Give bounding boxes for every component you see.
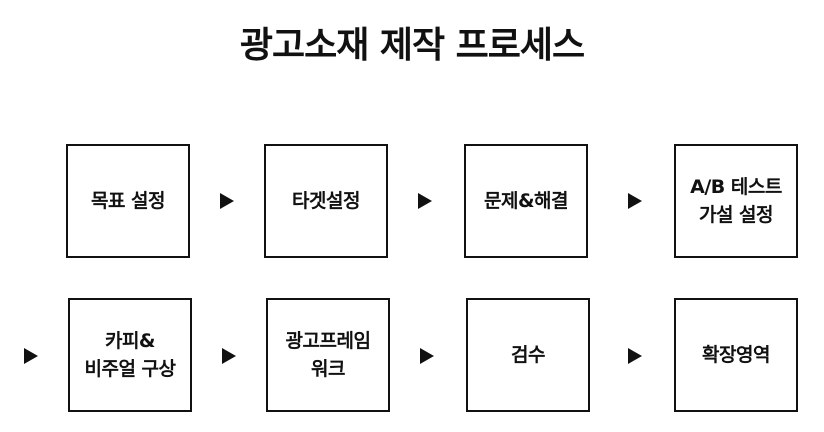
step-box-ab-test-hypothesis: A/B 테스트 가설 설정: [674, 144, 798, 258]
diagram-title: 광고소재 제작 프로세스: [239, 25, 585, 66]
step-box-expansion-area: 확장영역: [674, 298, 798, 412]
step-label: 타겟설정: [292, 190, 360, 212]
arrow-right-icon: [628, 193, 642, 209]
step-label: 문제&해결: [484, 190, 569, 212]
step-label: A/B 테스트 가설 설정: [690, 176, 782, 226]
step-label: 확장영역: [702, 344, 770, 366]
step-label: 광고프레임 워크: [285, 330, 371, 380]
step-label: 목표 설정: [90, 190, 166, 212]
step-box-goal-setting: 목표 설정: [66, 144, 190, 258]
step-box-review: 검수: [466, 298, 590, 412]
arrow-right-icon: [220, 193, 234, 209]
step-label: 검수: [511, 344, 545, 366]
step-box-copy-visual: 카피& 비주얼 구상: [68, 298, 192, 412]
arrow-right-icon: [418, 193, 432, 209]
step-box-problem-solution: 문제&해결: [464, 144, 588, 258]
step-label: 카피& 비주얼 구상: [84, 330, 176, 380]
arrow-right-icon: [420, 348, 434, 364]
arrow-right-icon: [24, 348, 38, 364]
arrow-right-icon: [628, 348, 642, 364]
step-box-ad-framework: 광고프레임 워크: [266, 298, 390, 412]
arrow-right-icon: [222, 348, 236, 364]
step-box-target-setting: 타겟설정: [264, 144, 388, 258]
